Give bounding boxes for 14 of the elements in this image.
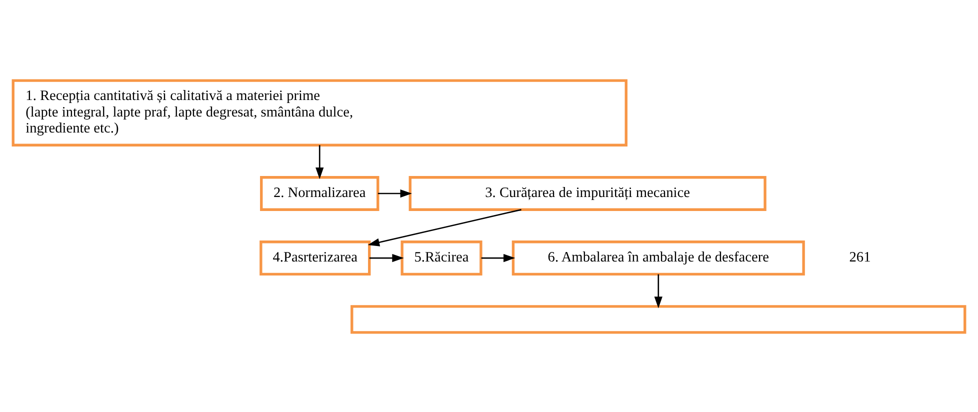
arrow — [368, 208, 522, 246]
node-box: 5.Răcirea — [400, 240, 482, 276]
label: 261 — [849, 248, 871, 265]
arrow — [316, 144, 324, 179]
node-box: 2. Normalizarea — [260, 176, 380, 210]
node-box: 3. Curățarea de impurități mecanice — [408, 176, 766, 210]
arrow — [654, 274, 662, 308]
node-box: 4.Pasrterizarea — [260, 240, 371, 276]
arrow — [378, 188, 412, 198]
node-box — [350, 304, 966, 334]
arrow — [481, 253, 516, 262]
node-box: 6. Ambalarea în ambalaje de desfacere — [512, 240, 805, 276]
arrow — [369, 253, 404, 262]
node-box: 1. Recepția cantitativă și calitativă a materiei prime (lapte integral, lapte praf, lapte degresat, smântâna dulce, ingrediente etc.) — [12, 78, 628, 146]
